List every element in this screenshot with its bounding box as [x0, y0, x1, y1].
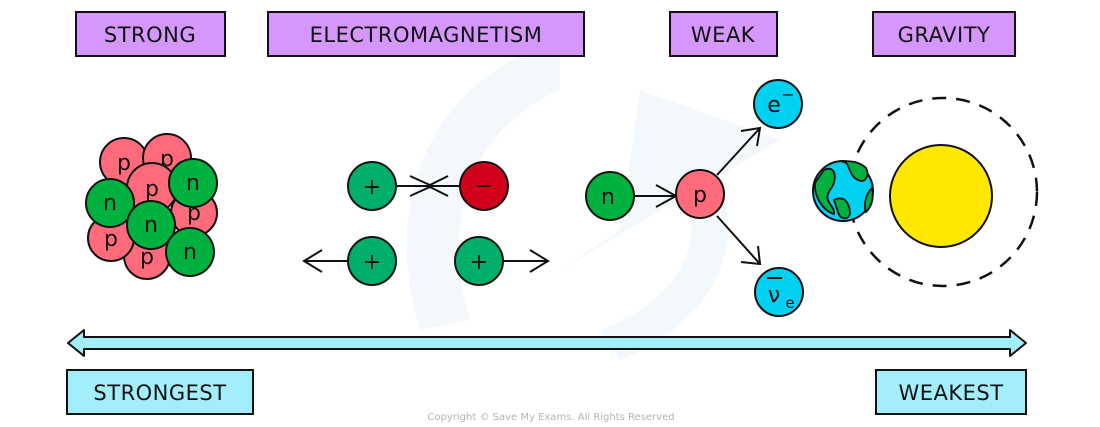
electron: e − — [753, 79, 803, 129]
nucleus-cluster: p p p p p p n n — [85, 133, 218, 280]
arrow-up-right-icon — [740, 126, 762, 147]
beta-decay: n p e − ν e — [585, 79, 804, 317]
em-attraction: + − — [347, 161, 509, 211]
force-label-strong-text: STRONG — [104, 23, 196, 47]
scale-label-strongest-text: STRONGEST — [93, 381, 226, 405]
force-label-gravity: GRAVITY — [872, 11, 1016, 57]
force-label-gravity-text: GRAVITY — [898, 23, 991, 47]
strength-scale-arrow — [67, 329, 1027, 357]
antineutrino-symbol: ν — [768, 283, 780, 308]
force-label-weak: WEAK — [669, 11, 778, 57]
nucleon-symbol: p — [140, 245, 154, 270]
nucleon-symbol: n — [103, 191, 117, 216]
force-label-electromagnetism-text: ELECTROMAGNETISM — [310, 23, 543, 47]
arrow-left-icon — [302, 249, 323, 273]
gravity-orbit — [812, 96, 1039, 288]
force-label-strong: STRONG — [75, 11, 226, 57]
neutron: n — [585, 171, 635, 221]
electron-charge: − — [781, 85, 794, 104]
nucleon-symbol: p — [145, 177, 159, 202]
electron-symbol: e — [767, 93, 781, 118]
arrowhead-right-icon — [409, 175, 435, 197]
nucleon-neutron: n — [168, 158, 218, 208]
nucleon-neutron: n — [126, 200, 176, 250]
arrow-down-right-icon — [740, 245, 762, 266]
antineutrino-arrow-line — [716, 215, 761, 265]
nucleon-symbol: n — [183, 240, 197, 265]
em-repulsion: + + — [302, 236, 550, 286]
proton-symbol: p — [693, 183, 707, 208]
antineutrino: ν e — [754, 267, 804, 317]
proton: p — [675, 169, 725, 219]
charge-symbol: + — [470, 250, 488, 275]
antineutrino-subscript: e — [785, 294, 794, 312]
nucleon-symbol: n — [186, 171, 200, 196]
neutron-symbol: n — [601, 185, 615, 210]
nucleon-symbol: p — [104, 227, 118, 252]
nucleon-symbol: n — [144, 213, 158, 238]
arrowhead-left-icon — [425, 175, 449, 197]
sun — [889, 144, 993, 248]
nucleon-symbol: p — [117, 151, 131, 176]
scale-label-weakest: WEAKEST — [875, 369, 1027, 415]
arrow-right-icon — [529, 249, 550, 273]
charge-symbol: + — [363, 175, 381, 200]
nucleon-neutron: n — [165, 227, 215, 277]
charge-symbol: + — [363, 250, 381, 275]
force-label-electromagnetism: ELECTROMAGNETISM — [267, 11, 585, 57]
electron-arrow-line — [716, 127, 761, 176]
scale-label-strongest: STRONGEST — [66, 369, 254, 415]
nucleon-neutron: n — [85, 178, 135, 228]
charge-symbol: − — [475, 174, 493, 199]
positive-charge: + — [347, 236, 397, 286]
force-label-weak-text: WEAK — [691, 23, 756, 47]
copyright-notice: Copyright © Save My Exams. All Rights Re… — [427, 412, 674, 423]
positive-charge: + — [454, 236, 504, 286]
scale-label-weakest-text: WEAKEST — [898, 381, 1003, 405]
positive-charge: + — [347, 161, 397, 211]
negative-charge: − — [459, 161, 509, 211]
earth — [812, 160, 874, 222]
